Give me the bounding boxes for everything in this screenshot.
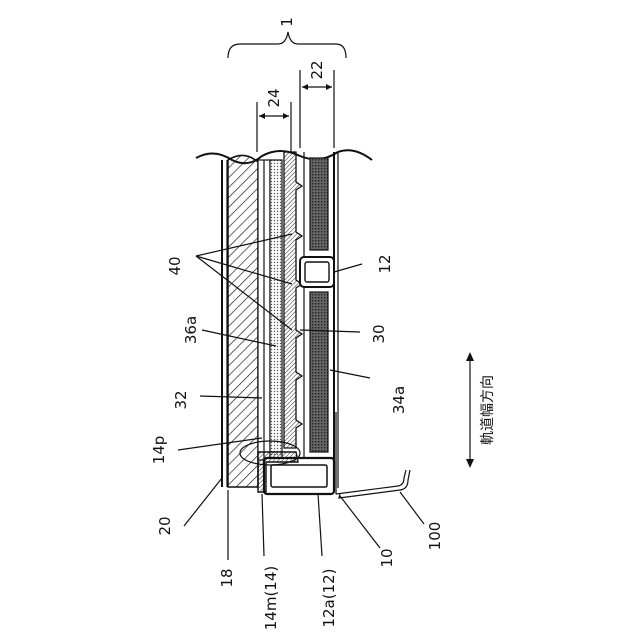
leader-30 bbox=[300, 330, 360, 332]
label-100: 100 bbox=[426, 522, 444, 551]
tube-12a-inner bbox=[271, 465, 327, 487]
label-direction: 軌道幅方向 bbox=[480, 375, 496, 445]
leader-34a bbox=[330, 370, 370, 378]
label-10: 10 bbox=[378, 548, 396, 567]
label-12: 12 bbox=[376, 254, 394, 273]
label-14p: 14p bbox=[150, 436, 168, 465]
label-20: 20 bbox=[156, 516, 174, 535]
label-24: 24 bbox=[265, 88, 283, 107]
leader-12a bbox=[318, 494, 322, 556]
label-18: 18 bbox=[218, 568, 236, 587]
label-30: 30 bbox=[370, 324, 388, 343]
rail-100-profile bbox=[336, 470, 410, 498]
leader-100 bbox=[400, 492, 424, 524]
assembly-brace bbox=[228, 32, 346, 58]
label-40: 40 bbox=[166, 256, 184, 275]
layer-36a bbox=[270, 160, 282, 460]
leader-10 bbox=[340, 496, 380, 548]
label-12a: 12a(12) bbox=[320, 568, 338, 627]
label-32: 32 bbox=[172, 390, 190, 409]
label-36a: 36a bbox=[182, 316, 200, 344]
insulation-upper bbox=[310, 158, 328, 250]
leader-20 bbox=[184, 478, 222, 526]
label-22: 22 bbox=[308, 60, 326, 79]
label-assembly: 1 bbox=[278, 17, 296, 27]
label-34a: 34a bbox=[390, 386, 408, 414]
label-14m: 14m(14) bbox=[262, 566, 280, 631]
bracket-12-inner bbox=[305, 262, 329, 282]
insulation-lower bbox=[310, 292, 328, 452]
leader-14m bbox=[262, 494, 264, 556]
corrugated-layer bbox=[284, 152, 302, 448]
wall-hatched bbox=[228, 155, 258, 487]
